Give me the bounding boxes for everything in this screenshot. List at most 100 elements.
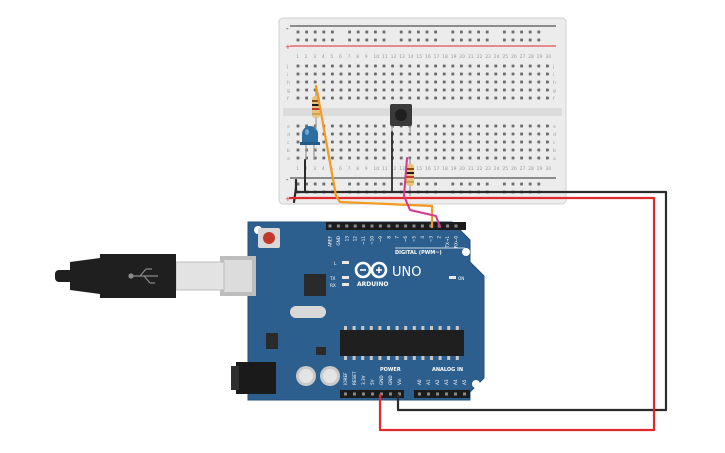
rail-hole [313,30,317,34]
breadboard-hole [520,124,523,128]
power-pin[interactable] [380,392,383,396]
breadboard-hole [339,132,343,136]
chip-pin [352,326,356,330]
digital-pin[interactable] [404,224,408,228]
digital-header-label: DIGITAL (PWM~) [395,250,442,256]
power-pin[interactable] [398,392,401,396]
digital-pin[interactable] [370,224,374,228]
analog-pin[interactable] [463,392,466,396]
chip-pin [369,326,373,330]
breadboard-hole [528,156,532,160]
rail-hole [322,30,326,34]
rail-hole [331,38,334,42]
power-pin[interactable] [362,392,365,396]
breadboard-hole [494,156,498,160]
digital-pin[interactable] [345,224,349,228]
digital-pin[interactable] [420,224,424,228]
led-label-tx: TX [329,276,336,281]
breadboard-hole [451,72,455,76]
breadboard-hole [399,148,403,152]
row-letter: e [553,125,556,130]
breadboard-hole [382,148,386,152]
breadboard-hole [503,72,506,76]
breadboard-hole [503,124,506,128]
digital-pin[interactable] [336,224,340,228]
power-pin[interactable] [371,392,374,396]
digital-pin[interactable] [412,224,416,228]
digital-pin[interactable] [387,224,391,228]
breadboard-hole [537,140,541,144]
breadboard-hole [399,96,403,100]
rail-hole [520,30,523,34]
breadboard-hole [365,88,369,92]
breadboard-hole [391,64,394,68]
digital-pin[interactable] [395,224,399,228]
breadboard-hole [331,140,334,144]
analog-header [414,390,470,398]
power-pin[interactable] [344,392,347,396]
breadboard-hole [356,140,360,144]
rail-hole [296,30,300,34]
breadboard-hole [511,140,515,144]
rail-hole [477,182,480,186]
digital-pin[interactable] [454,224,458,228]
rail-hole [503,38,506,42]
row-letter: d [287,132,290,138]
breadboard-hole [425,148,429,152]
breadboard-hole [546,72,549,76]
breadboard-hole [520,88,523,92]
digital-pin[interactable] [328,224,332,228]
breadboard-hole [468,156,472,160]
digital-pin[interactable] [429,224,433,228]
digital-pin[interactable] [362,224,366,228]
rail-hole [382,182,386,186]
analog-pin-label: A0 [417,379,422,385]
digital-pin-label: ~5 [412,236,417,243]
breadboard-hole [546,140,549,144]
analog-pin[interactable] [436,392,439,396]
breadboard-hole [477,80,480,84]
reset-button[interactable] [258,228,280,248]
digital-pin[interactable] [446,224,450,228]
breadboard-hole [382,64,386,68]
column-number: 1 [296,166,299,172]
breadboard-hole [485,80,489,84]
chip-pin [412,356,416,360]
breadboard-hole [296,88,300,92]
rail-hole [451,30,455,34]
column-number: 30 [545,166,551,172]
digital-header [326,222,466,230]
analog-pin[interactable] [427,392,430,396]
breadboard-hole [511,96,515,100]
breadboard-hole [528,80,532,84]
wire-magenta-button [403,157,441,228]
power-pin[interactable] [389,392,392,396]
breadboard-hole [503,132,506,136]
breadboard-hole [503,148,506,152]
column-number: 29 [537,54,543,60]
column-number: 7 [348,166,351,172]
breadboard-hole [322,88,326,92]
power-pin[interactable] [353,392,356,396]
usb-icon [128,268,158,284]
breadboard-hole [546,88,549,92]
column-number: 28 [528,54,534,60]
column-number: 22 [477,54,483,60]
breadboard-hole [546,156,549,160]
breadboard-hole [331,80,334,84]
column-number: 2 [305,54,308,60]
digital-pin[interactable] [378,224,382,228]
breadboard-hole [408,140,412,144]
rail-hole [425,38,429,42]
analog-pin[interactable] [454,392,457,396]
breadboard-hole [468,124,472,128]
column-number: 27 [520,166,526,172]
analog-pin[interactable] [418,392,421,396]
chip-pin [344,326,347,330]
rail-hole [305,38,308,42]
rail-hole [322,38,326,42]
analog-pin[interactable] [445,392,448,396]
digital-pin[interactable] [353,224,357,228]
chip-pin [430,356,433,360]
column-number: 10 [373,54,379,60]
